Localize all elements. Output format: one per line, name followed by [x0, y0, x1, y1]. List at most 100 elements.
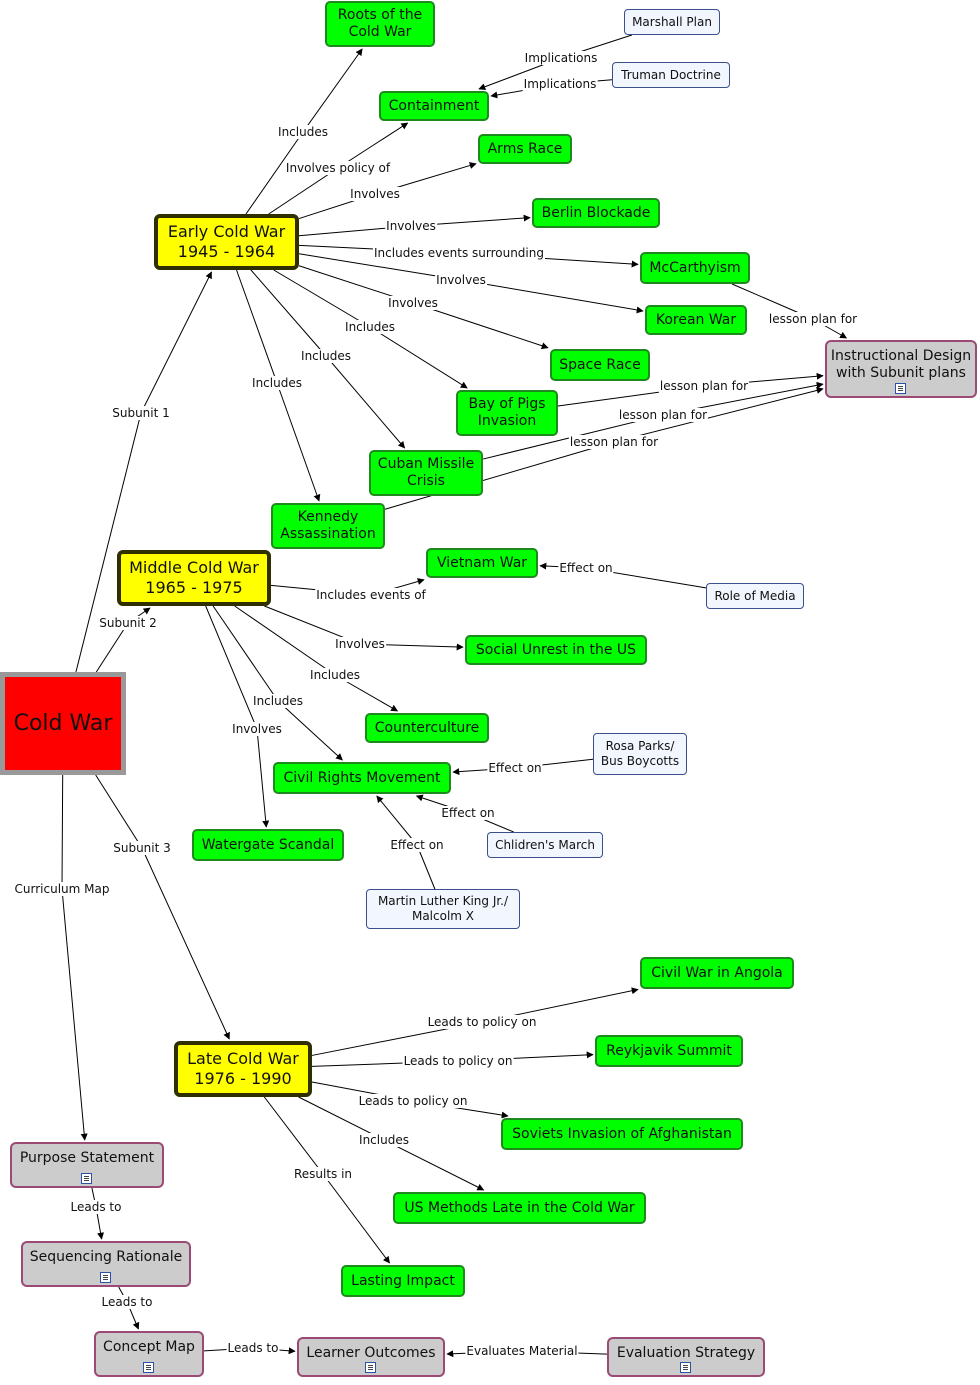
link-line-early-containment	[268, 167, 339, 215]
document-icon[interactable]	[365, 1362, 376, 1373]
link-label: Leads to	[100, 1295, 154, 1309]
link-line-middle-watergate	[205, 605, 258, 730]
node-evaluation[interactable]: Evaluation Strategy	[607, 1337, 765, 1377]
document-icon[interactable]	[100, 1272, 111, 1283]
link-label: Includes events of	[315, 588, 427, 602]
node-counterculture[interactable]: Counterculture	[365, 713, 489, 743]
node-label: Watergate Scandal	[201, 836, 335, 853]
node-label: Concept Map	[103, 1339, 195, 1355]
link-arrow-early-cuban	[325, 355, 406, 449]
link-label: Includes	[344, 320, 396, 334]
node-label: Truman Doctrine	[621, 67, 721, 82]
link-label: lesson plan for	[767, 312, 859, 326]
node-afghanistan[interactable]: Soviets Invasion of Afghanistan	[501, 1118, 743, 1150]
node-berlin[interactable]: Berlin Blockade	[532, 198, 660, 228]
node-label: Vietnam War	[436, 554, 528, 571]
node-label: Role of Media	[714, 588, 796, 603]
node-label: Learner Outcomes	[306, 1345, 436, 1361]
node-label: Roots of the Cold War	[337, 7, 423, 40]
node-angola[interactable]: Civil War in Angola	[640, 957, 794, 989]
node-label: Instructional Design with Subunit plans	[830, 348, 972, 381]
link-arrow-early-kennedy	[276, 382, 321, 502]
node-arms-race[interactable]: Arms Race	[478, 134, 572, 164]
node-label: Containment	[388, 97, 480, 114]
document-icon[interactable]	[143, 1362, 154, 1373]
link-arrow-late-lasting	[322, 1173, 390, 1264]
node-label: Cold War	[13, 711, 113, 736]
link-line-late-lasting	[263, 1096, 324, 1175]
node-mlk[interactable]: Martin Luther King Jr./ Malcolm X	[366, 889, 520, 929]
node-reykjavik[interactable]: Reykjavik Summit	[595, 1035, 743, 1067]
node-lasting[interactable]: Lasting Impact	[341, 1265, 465, 1297]
link-label: Includes	[252, 694, 304, 708]
link-label: Results in	[292, 1167, 354, 1181]
link-line-early-kennedy	[236, 269, 278, 384]
node-cold-war[interactable]: Cold War	[0, 672, 126, 775]
link-arrow-mlk-civil_rights	[376, 795, 418, 846]
node-bay-of-pigs[interactable]: Bay of Pigs Invasion	[456, 390, 558, 436]
node-instructional[interactable]: Instructional Design with Subunit plans	[825, 340, 977, 398]
link-label: Implications	[523, 51, 599, 65]
link-arrow-cold_war-early	[140, 271, 212, 414]
node-concept-map[interactable]: Concept Map	[94, 1331, 204, 1377]
node-label: Lasting Impact	[351, 1272, 455, 1289]
link-line-late-us_methods	[298, 1096, 385, 1141]
link-line-cold_war-late	[95, 774, 143, 849]
link-arrow-middle-civil_rights	[277, 700, 343, 761]
link-label: Involves	[231, 722, 283, 736]
link-label: Includes events surrounding	[373, 246, 545, 260]
node-label: Sequencing Rationale	[29, 1249, 183, 1265]
link-line-middle-counterculture	[234, 605, 336, 676]
node-label: Social Unrest in the US	[475, 641, 637, 658]
node-us-methods[interactable]: US Methods Late in the Cold War	[393, 1192, 646, 1224]
document-icon[interactable]	[81, 1173, 92, 1184]
node-label: Purpose Statement	[19, 1150, 155, 1166]
node-learner[interactable]: Learner Outcomes	[297, 1337, 445, 1377]
document-icon[interactable]	[680, 1362, 691, 1373]
node-roots[interactable]: Roots of the Cold War	[325, 1, 435, 47]
node-kennedy[interactable]: Kennedy Assassination	[271, 503, 385, 549]
node-social-unrest[interactable]: Social Unrest in the US	[465, 635, 647, 665]
link-label: lesson plan for	[658, 379, 750, 393]
link-label: Leads to	[69, 1200, 123, 1214]
node-truman[interactable]: Truman Doctrine	[612, 62, 730, 88]
node-label: Civil War in Angola	[651, 964, 783, 981]
link-label: Effect on	[487, 761, 543, 775]
node-marshall[interactable]: Marshall Plan	[624, 9, 720, 35]
node-label: Late Cold War 1976 - 1990	[187, 1049, 299, 1088]
node-label: Kennedy Assassination	[280, 509, 376, 542]
node-early[interactable]: Early Cold War 1945 - 1964	[154, 214, 299, 270]
link-label: Involves	[387, 296, 439, 310]
node-korean[interactable]: Korean War	[645, 305, 747, 335]
link-label: Involves	[334, 637, 386, 651]
node-cuban[interactable]: Cuban Missile Crisis	[369, 450, 483, 496]
node-civil-rights[interactable]: Civil Rights Movement	[273, 762, 451, 794]
node-middle[interactable]: Middle Cold War 1965 - 1975	[117, 550, 271, 606]
node-rosa[interactable]: Rosa Parks/ Bus Boycotts	[593, 733, 687, 775]
node-role-media[interactable]: Role of Media	[706, 583, 804, 609]
node-late[interactable]: Late Cold War 1976 - 1990	[174, 1041, 312, 1097]
link-label: Effect on	[440, 806, 496, 820]
node-watergate[interactable]: Watergate Scandal	[192, 829, 344, 861]
document-icon[interactable]	[895, 383, 906, 394]
link-label: Includes	[277, 125, 329, 139]
node-label: Marshall Plan	[632, 14, 712, 29]
link-arrow-cold_war-late	[141, 847, 230, 1040]
link-label: Evaluates Material	[465, 1344, 579, 1358]
node-containment[interactable]: Containment	[379, 91, 489, 121]
node-label: Civil Rights Movement	[283, 769, 441, 786]
link-arrow-early-korean	[460, 279, 644, 314]
link-line-cold_war-early	[75, 412, 142, 673]
link-label: Involves policy of	[284, 161, 392, 175]
node-purpose[interactable]: Purpose Statement	[10, 1142, 164, 1188]
link-label: Includes	[309, 668, 361, 682]
node-label: Middle Cold War 1965 - 1975	[129, 558, 259, 597]
node-label: Rosa Parks/ Bus Boycotts	[600, 739, 680, 768]
node-vietnam[interactable]: Vietnam War	[426, 548, 538, 578]
node-space-race[interactable]: Space Race	[550, 349, 650, 381]
node-mccarthyism[interactable]: McCarthyism	[640, 252, 750, 284]
node-childrens[interactable]: Chlidren's March	[487, 832, 603, 858]
link-label: Involves	[385, 219, 437, 233]
link-label: lesson plan for	[568, 435, 660, 449]
node-sequencing[interactable]: Sequencing Rationale	[21, 1241, 191, 1287]
